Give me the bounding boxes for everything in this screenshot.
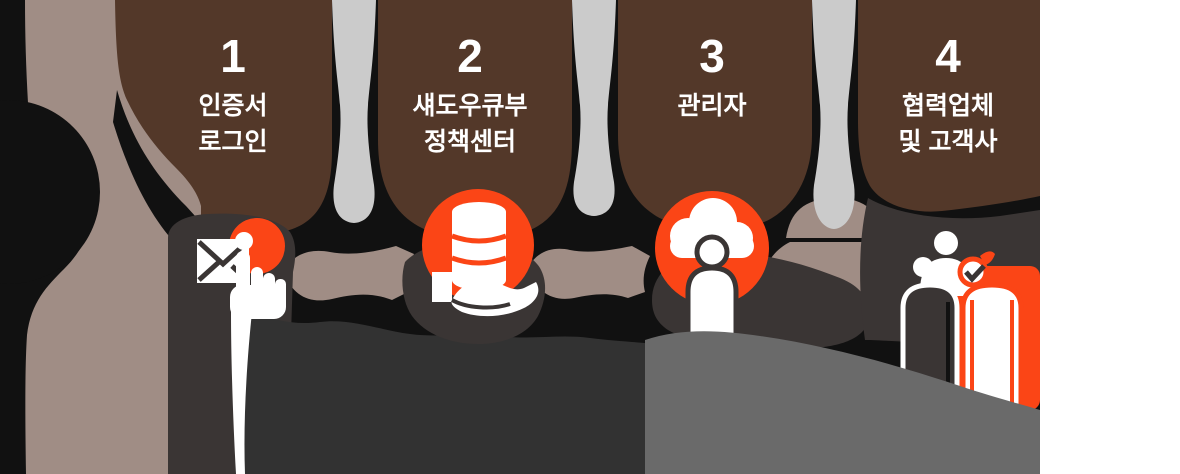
panel-bottom-right bbox=[645, 331, 1040, 474]
fingertip-dot bbox=[235, 232, 253, 250]
check-circle bbox=[957, 256, 989, 288]
hand-database-icon bbox=[432, 202, 539, 317]
step-4-blob bbox=[858, 0, 1040, 212]
hanging-ribbon-2 bbox=[572, 0, 616, 216]
panel-bottom-middle bbox=[236, 302, 657, 474]
white-margin bbox=[1040, 0, 1180, 474]
ribbon-gap-wedge bbox=[113, 90, 206, 244]
hanging-ribbon-1 bbox=[332, 0, 376, 223]
step-3-blob bbox=[618, 0, 812, 230]
check-mark bbox=[964, 264, 986, 283]
hanging-ribbon-3 bbox=[812, 0, 856, 229]
side-ribbon bbox=[0, 0, 206, 474]
step-2-blob bbox=[378, 0, 572, 239]
connector-band-2 bbox=[528, 246, 650, 299]
connector-band-1 bbox=[284, 246, 414, 301]
ribbon-notch bbox=[0, 100, 100, 284]
arm bbox=[231, 312, 252, 474]
envelope-click-icon bbox=[197, 232, 286, 474]
